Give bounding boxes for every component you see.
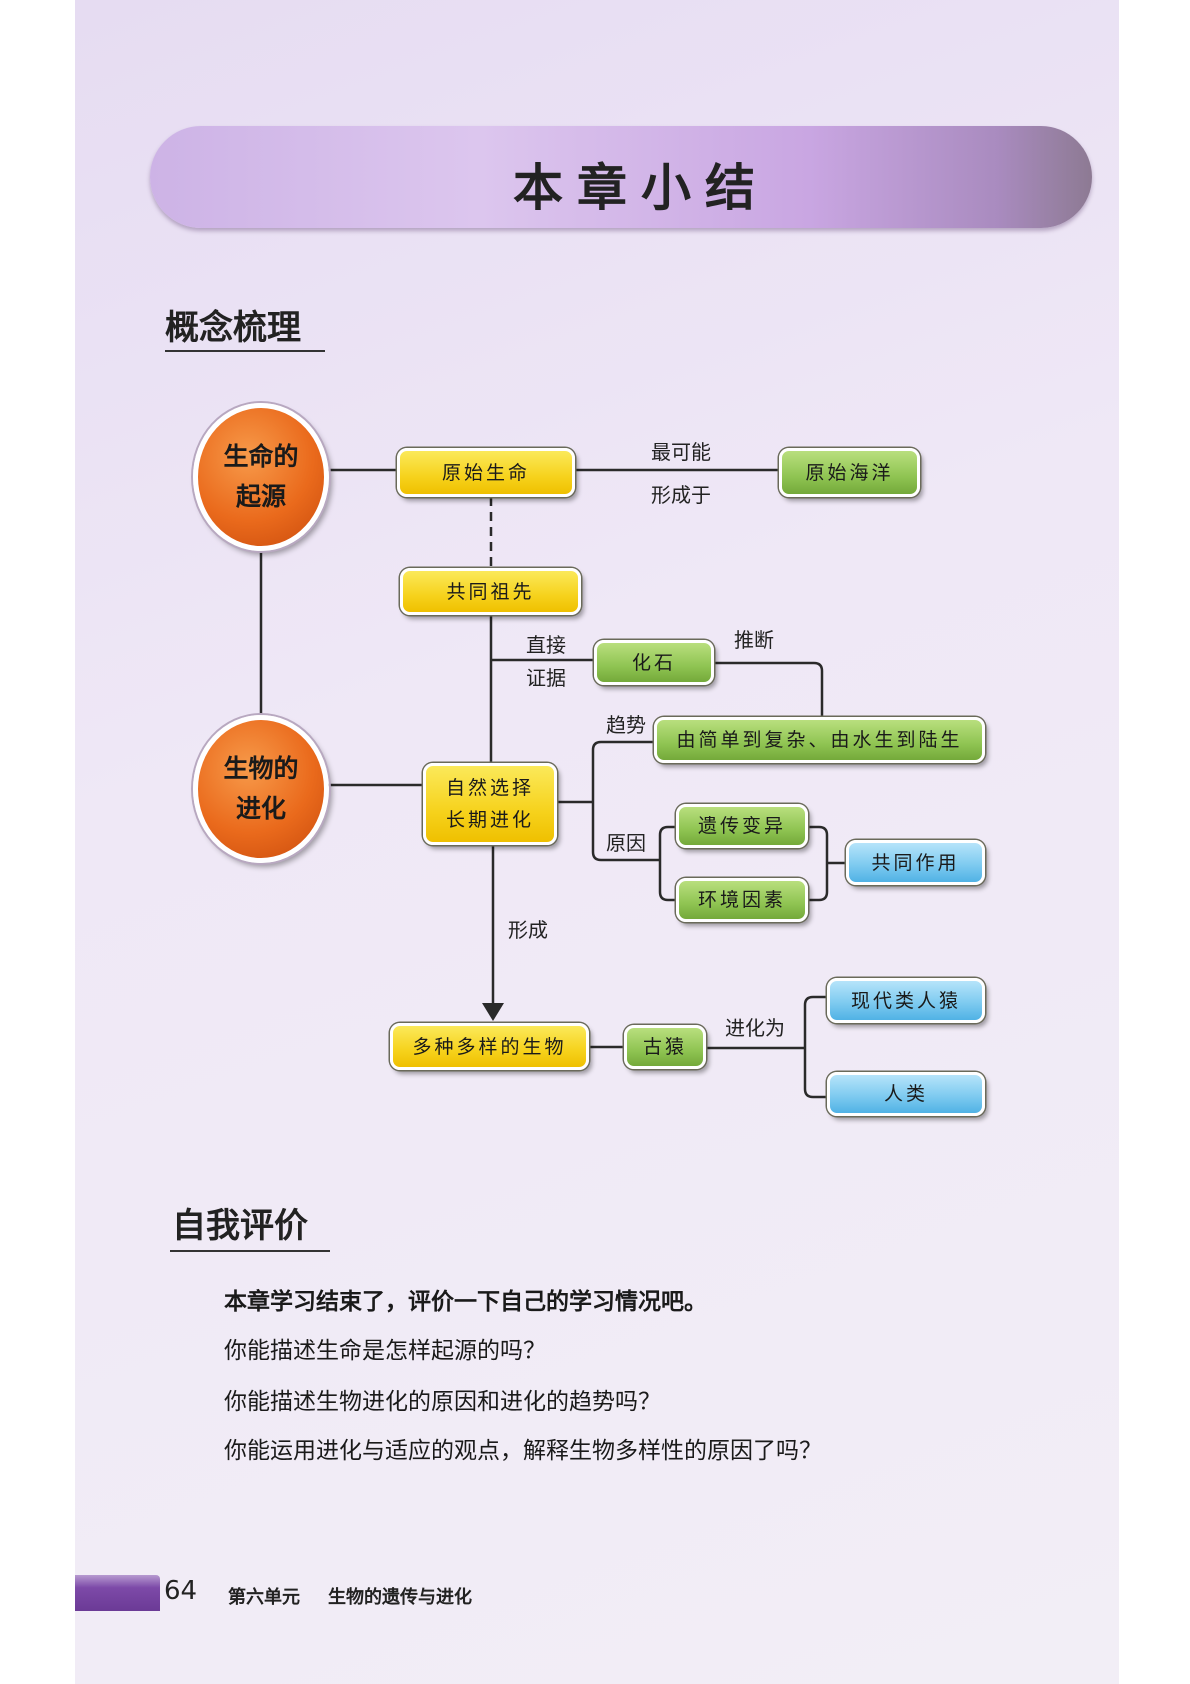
label-cause: 原因 <box>606 831 646 855</box>
footer-unit-title: 生物的遗传与进化 <box>328 1587 472 1608</box>
node-text: 长期进化 <box>445 809 534 831</box>
node-combined-effect: 共同作用 <box>846 840 985 885</box>
self-eval-intro: 本章学习结束了，评价一下自己的学习情况吧。 <box>224 1289 707 1315</box>
label-evidence: 证据 <box>526 666 566 690</box>
node-text: 自然选择 <box>445 777 534 799</box>
circle-text: 生命的 <box>223 442 299 471</box>
self-eval-question: 你能运用进化与适应的观点，解释生物多样性的原因了吗？ <box>224 1438 822 1464</box>
node-fossil: 化石 <box>594 640 714 685</box>
chapter-title-banner: 本章小结 <box>150 126 1092 228</box>
node-common-ancestor: 共同祖先 <box>400 568 581 615</box>
footer-bar <box>75 1575 160 1611</box>
label-infer: 推断 <box>734 628 774 652</box>
label-direct: 直接 <box>526 633 566 657</box>
node-human: 人类 <box>827 1072 985 1116</box>
label-evolved-into: 进化为 <box>725 1016 785 1040</box>
self-eval-question: 你能描述生物进化的原因和进化的趋势吗？ <box>224 1389 661 1415</box>
footer-unit: 第六单元 <box>228 1587 300 1608</box>
node-modern-ape: 现代类人猿 <box>827 978 985 1023</box>
self-eval-question: 你能描述生命是怎样起源的吗？ <box>224 1338 546 1364</box>
label-form: 形成 <box>508 918 548 942</box>
heading-underline <box>170 1250 330 1252</box>
node-trend: 由简单到复杂、由水生到陆生 <box>654 717 985 763</box>
page-number: 64 <box>164 1576 198 1606</box>
circle-origin-of-life: 生命的起源 <box>193 403 329 551</box>
circle-text: 起源 <box>235 482 286 511</box>
circle-text: 进化 <box>235 794 286 823</box>
node-diverse-life: 多种多样的生物 <box>390 1023 589 1070</box>
chapter-title: 本章小结 <box>513 159 769 217</box>
label-most-likely: 最可能 <box>651 440 711 464</box>
node-primitive-life: 原始生命 <box>397 448 575 497</box>
circle-biological-evolution: 生物的进化 <box>193 715 329 863</box>
label-formed-in: 形成于 <box>651 483 711 507</box>
self-eval-heading: 自我评价 <box>172 1206 308 1246</box>
node-ancient-ape: 古猿 <box>624 1025 706 1069</box>
node-natural-selection: 自然选择长期进化 <box>423 763 557 845</box>
label-trend: 趋势 <box>606 713 646 737</box>
node-environment: 环境因素 <box>676 878 808 922</box>
heading-underline <box>165 350 325 352</box>
circle-text: 生物的 <box>223 754 299 783</box>
node-heredity-variation: 遗传变异 <box>676 804 808 848</box>
node-primitive-ocean: 原始海洋 <box>779 448 920 497</box>
concept-heading: 概念梳理 <box>165 308 301 348</box>
